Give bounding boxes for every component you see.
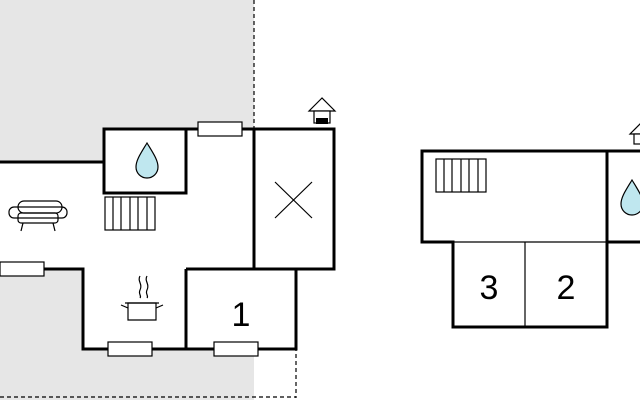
sofa-icon <box>8 200 68 232</box>
window-icon <box>213 341 259 357</box>
window-icon <box>197 121 243 137</box>
water-drop-icon <box>620 178 640 216</box>
upper-floor: 3 2 <box>420 123 640 329</box>
void-cross-icon <box>274 181 313 219</box>
stairs-icon <box>104 196 156 231</box>
window-icon <box>107 341 153 357</box>
room-number: 2 <box>557 269 576 307</box>
room-number: 3 <box>480 269 499 307</box>
room-number: 1 <box>232 296 251 334</box>
water-drop-icon <box>135 141 159 179</box>
chimney-icon <box>628 123 640 145</box>
stairs-icon <box>435 158 487 193</box>
cooking-pot-icon <box>120 275 164 321</box>
bathroom <box>102 127 188 195</box>
window-icon <box>0 261 45 277</box>
chimney-icon <box>307 97 337 124</box>
ground-floor: 1 <box>0 97 337 357</box>
